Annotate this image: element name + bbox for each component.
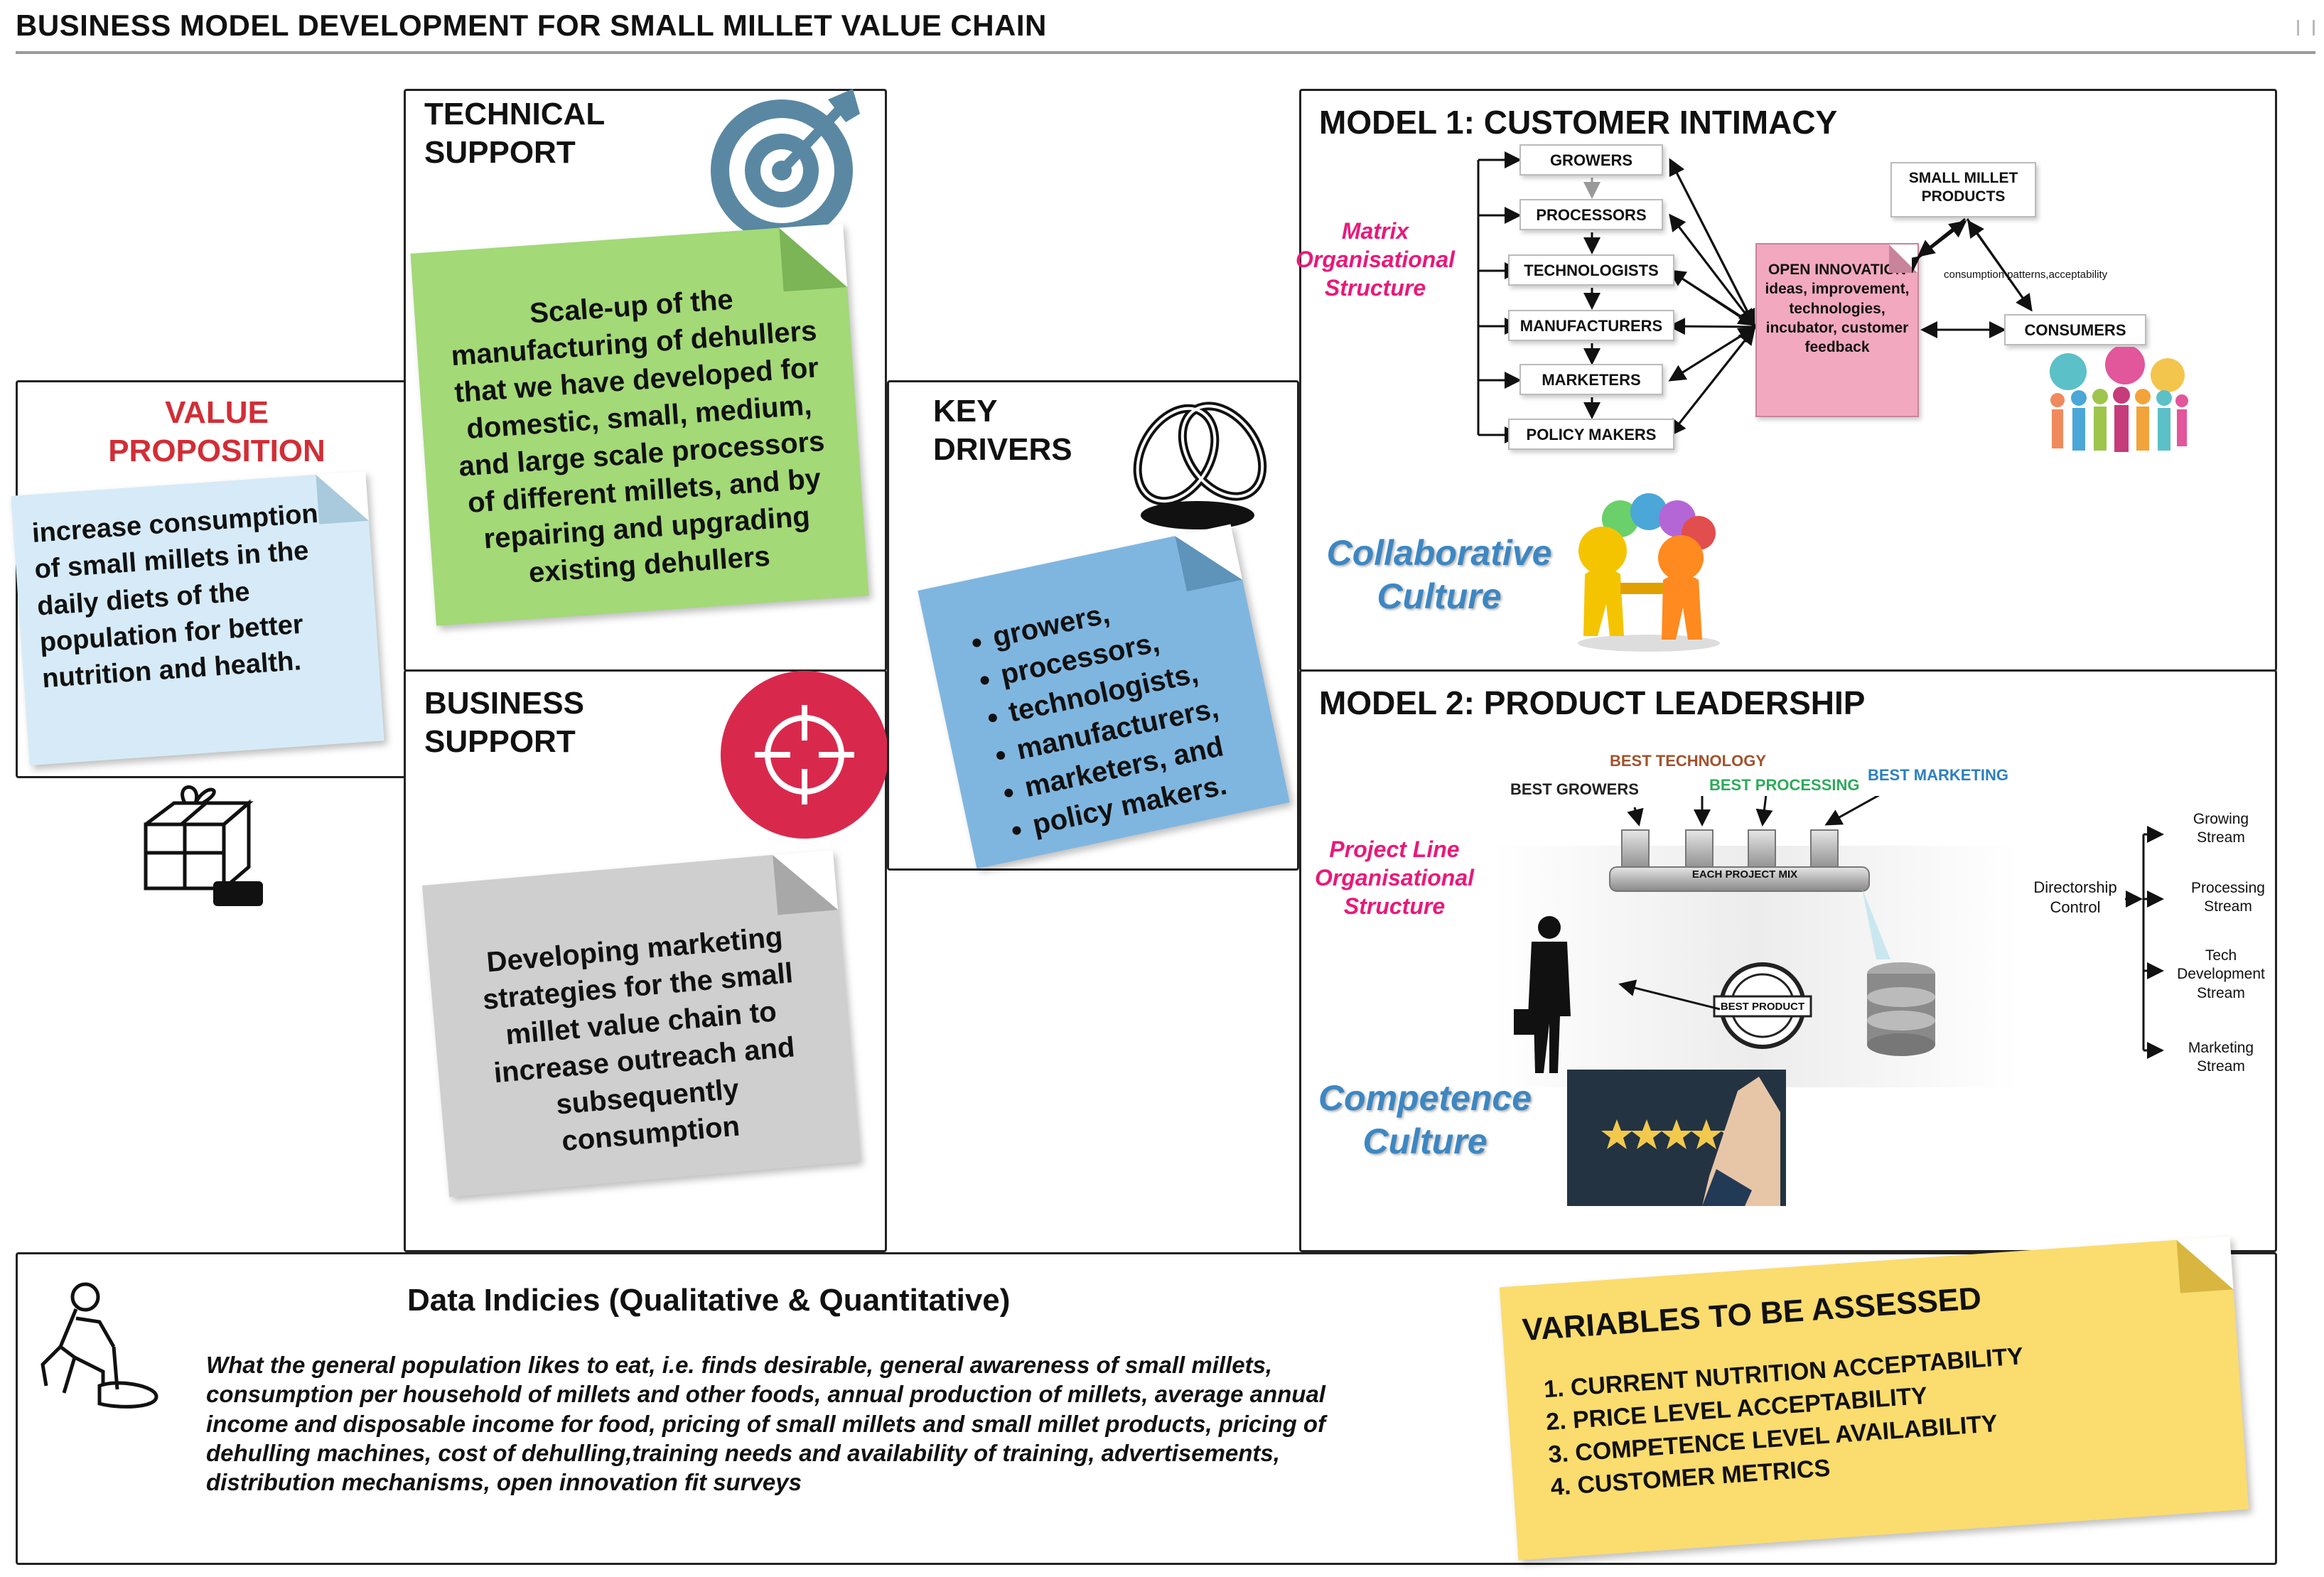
collaborative-culture-label: Collaborative Culture (1326, 533, 1552, 616)
open-innovation-box: OPEN INNOVATION ideas, improvement, tech… (1755, 243, 1919, 417)
model1-heading: MODEL 1: CUSTOMER INTIMACY (1319, 104, 1838, 141)
actor-processors: PROCESSORS (1519, 199, 1663, 230)
value-proposition-note: increase consumption of small millets in… (11, 471, 384, 765)
window-edge-mark (2313, 20, 2315, 36)
consumption-patterns-label: consumption patterns,acceptability (1944, 269, 2108, 281)
actor-marketers: MARKETERS (1519, 364, 1663, 395)
note-fold (779, 223, 848, 292)
directorship-control-label: Directorship Control (2033, 878, 2117, 916)
business-support-text: Developing marketing strategies for the … (481, 921, 796, 1158)
technical-support-text: Scale-up of the manufacturing of dehulle… (450, 284, 826, 589)
value-proposition-text: increase consumption of small millets in… (31, 498, 319, 694)
processing-stream-label: Processing Stream (2191, 880, 2265, 915)
project-line-structure-label: Project Line Organisational Structure (1314, 836, 1475, 919)
chain-icon (1133, 402, 1267, 529)
worker-icon (41, 1282, 158, 1409)
business-support-heading: BUSINESS SUPPORT (424, 686, 584, 759)
open-innovation-text: OPEN INNOVATION ideas, improvement, tech… (1765, 262, 1910, 356)
note-fold (1175, 524, 1243, 592)
people-icon (2050, 347, 2188, 452)
growing-stream-label: Growing Stream (2193, 811, 2249, 846)
businessman-icon (1514, 916, 1571, 1073)
actor-technologists: TECHNOLOGISTS (1508, 254, 1674, 286)
project-mix-pipeline (1492, 796, 2018, 1087)
key-drivers-heading: KEY DRIVERS (933, 394, 1072, 467)
target-icon (711, 89, 860, 242)
consumers-box: CONSUMERS (2004, 314, 2146, 345)
marketing-stream-label: Marketing Stream (2188, 1040, 2254, 1075)
actor-policy-makers: POLICY MAKERS (1508, 419, 1674, 450)
note-fold (773, 849, 839, 915)
best-marketing-label: BEST MARKETING (1868, 766, 2008, 784)
window-edge-mark (2297, 20, 2299, 36)
model1-actor-arrows (1477, 151, 1757, 443)
data-indicies-heading: Data Indicies (Qualitative & Quantitativ… (407, 1283, 1011, 1318)
note-fold (316, 471, 370, 524)
model1-innovation-arrows (1912, 217, 2033, 338)
stars-rating-icon (1567, 1070, 1786, 1206)
matrix-structure-label: Matrix Organisational Structure (1295, 218, 1456, 301)
small-millet-products-box: SMALL MILLET PRODUCTS (1890, 162, 2036, 217)
teamwork-icon (1578, 493, 1720, 652)
key-drivers-list: growers, processors, technologists, manu… (940, 569, 1273, 854)
technical-support-note: Scale-up of the manufacturing of dehulle… (410, 223, 869, 626)
note-fold (2176, 1236, 2234, 1293)
business-support-note: Developing marketing strategies for the … (421, 849, 861, 1197)
variables-list: CURRENT NUTRITION ACCEPTABILITY PRICE LE… (1520, 1327, 2224, 1505)
actor-growers: GROWERS (1519, 144, 1663, 176)
gift-icon (144, 785, 263, 906)
technical-support-heading: TECHNICAL SUPPORT (424, 97, 605, 170)
value-proposition-heading: VALUE PROPOSITION (108, 395, 326, 468)
database-icon (1867, 962, 1935, 1056)
data-indicies-body: What the general population likes to eat… (206, 1352, 1326, 1495)
stream-bracket (2125, 826, 2164, 1059)
crosshair-icon (721, 671, 888, 839)
actor-manufacturers: MANUFACTURERS (1508, 310, 1674, 341)
best-growers-label: BEST GROWERS (1510, 780, 1639, 798)
model2-heading: MODEL 2: PRODUCT LEADERSHIP (1319, 684, 1866, 721)
competence-culture-label: Competence Culture (1318, 1078, 1532, 1161)
each-project-mix-label: EACH PROJECT MIX (1691, 868, 1798, 881)
title-divider (16, 51, 2315, 54)
tech-development-stream-label: Tech Development Stream (2177, 947, 2265, 1001)
best-processing-label: BEST PROCESSING (1709, 776, 1860, 794)
best-product-stamp-text: BEST PRODUCT (1720, 1001, 1805, 1013)
best-technology-label: BEST TECHNOLOGY (1610, 752, 1767, 770)
variables-note: VARIABLES TO BE ASSESSED CURRENT NUTRITI… (1499, 1236, 2249, 1561)
page-title: BUSINESS MODEL DEVELOPMENT FOR SMALL MIL… (16, 9, 1047, 42)
